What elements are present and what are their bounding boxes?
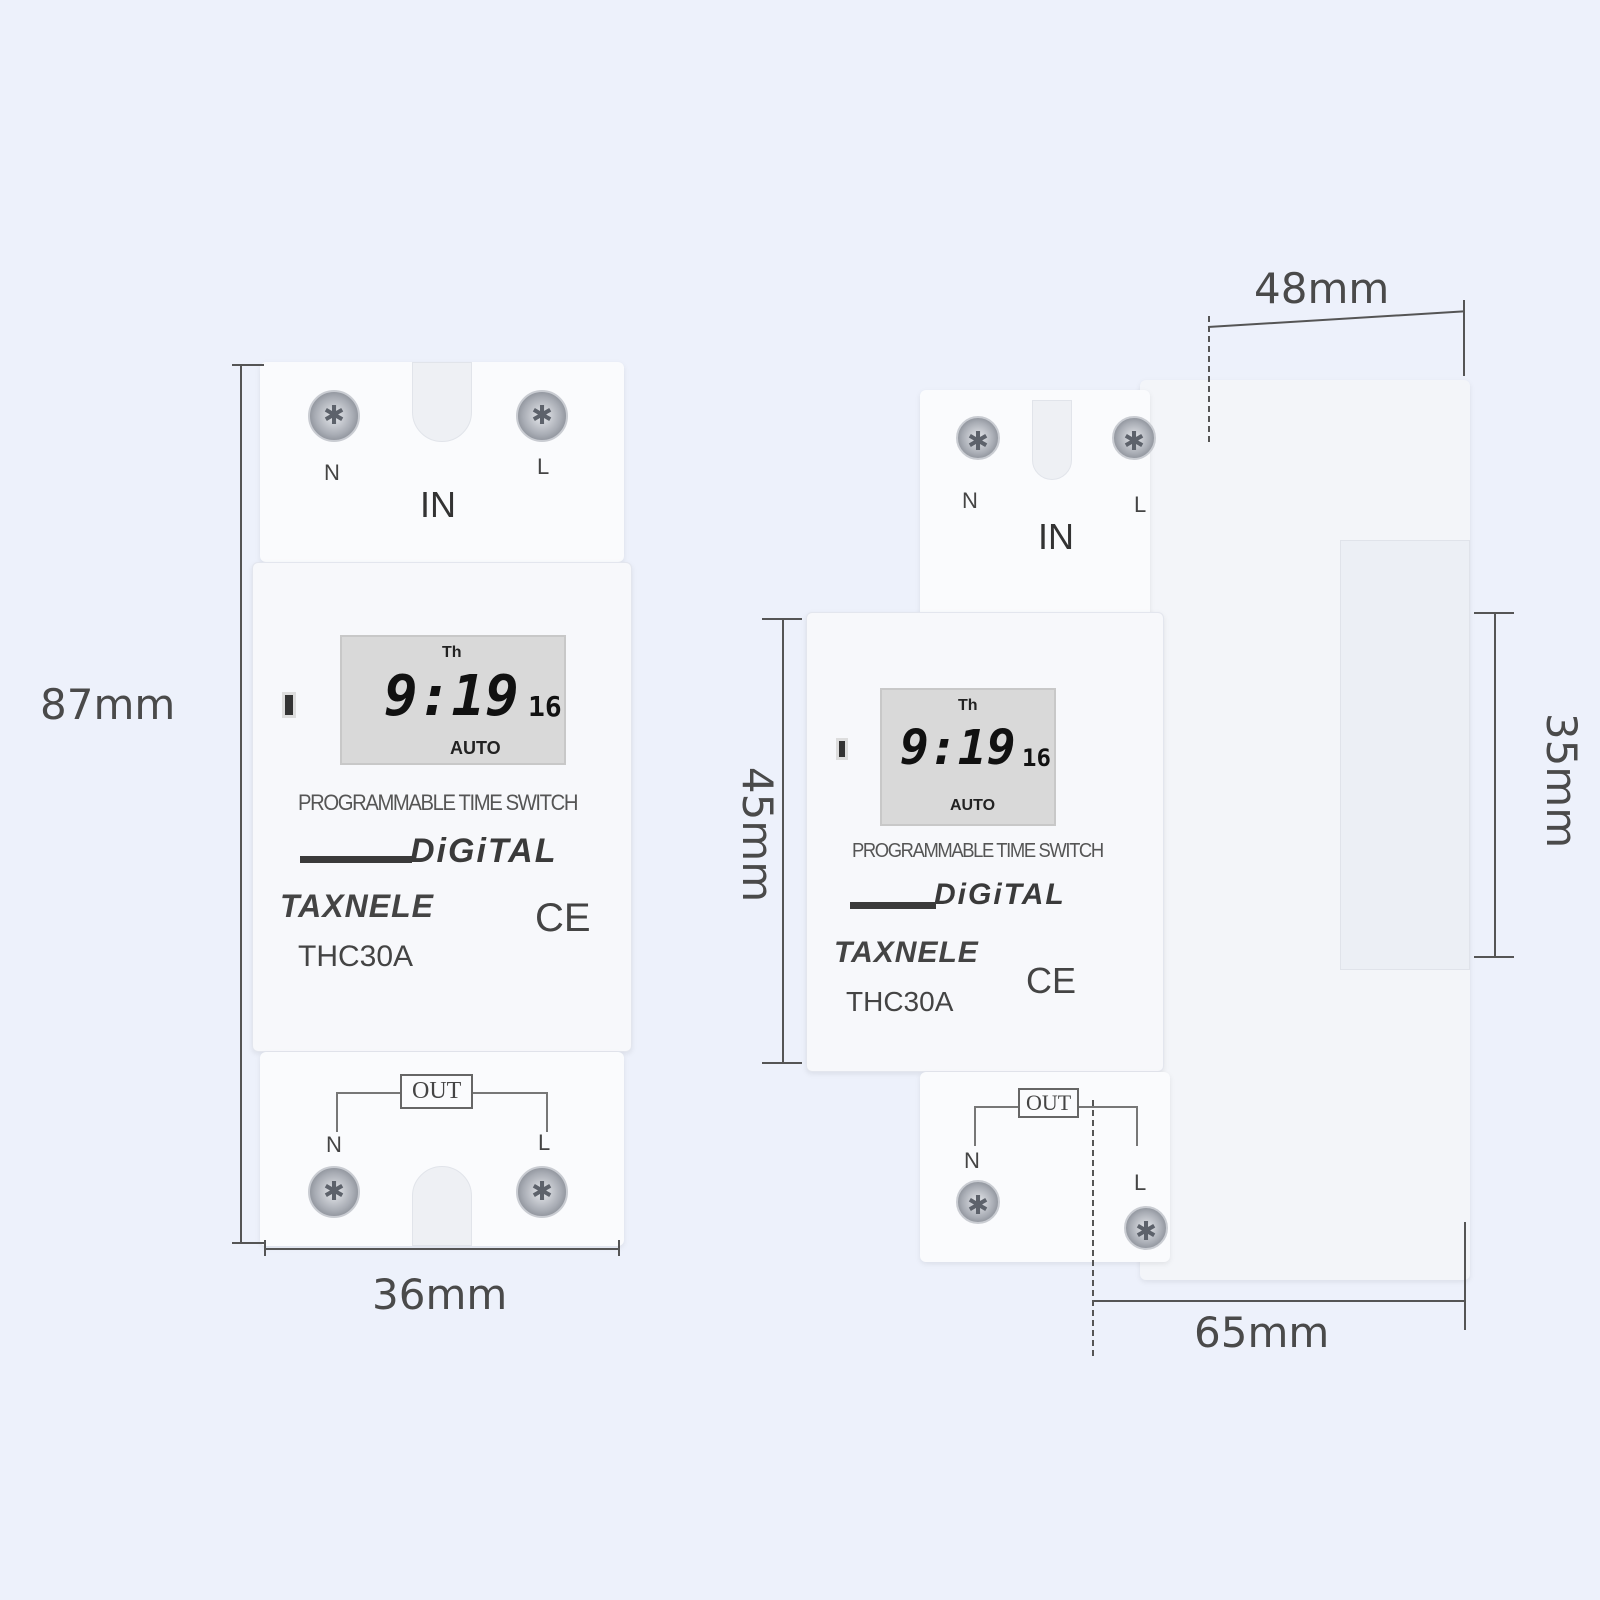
height-dimension-line <box>240 364 242 1244</box>
depth-dimension-line <box>1094 1300 1466 1302</box>
dimension-tick <box>1474 612 1514 614</box>
dimension-tick <box>762 1062 802 1064</box>
indicator-led <box>836 738 848 760</box>
lcd-seconds: 16 <box>528 690 562 723</box>
terminal-n-label: N <box>964 1148 980 1173</box>
lcd-display: Th 9:19 16 AUTO <box>340 635 566 765</box>
screw-icon <box>516 390 568 442</box>
output-label: OUT <box>1018 1088 1080 1118</box>
terminal-n-label: N <box>962 488 978 513</box>
rail-height-dimension-label: 35mm <box>1537 712 1587 849</box>
digital-label: DiGiTAL <box>934 878 1066 911</box>
dimension-tick <box>1464 1222 1466 1330</box>
brand-logo: TAXNELE <box>280 888 434 924</box>
height-dimension-label: 87mm <box>40 680 176 729</box>
screw-icon <box>1124 1206 1168 1250</box>
width-dimension-label: 36mm <box>372 1270 508 1319</box>
lcd-seconds: 16 <box>1022 744 1051 772</box>
perspective-view-device: N L IN Th 9:19 16 AUTO PROGRAMMABLE TIME… <box>800 360 1480 1290</box>
input-label: IN <box>1038 516 1074 557</box>
depth-dimension-label: 65mm <box>1194 1308 1330 1357</box>
model-label: THC30A <box>846 986 954 1017</box>
screw-icon <box>308 1166 360 1218</box>
front-height-dimension-line <box>782 618 784 1062</box>
rail-height-dimension-line <box>1494 612 1496 956</box>
screw-icon <box>516 1166 568 1218</box>
lcd-display: Th 9:19 16 AUTO <box>880 688 1056 826</box>
input-label: IN <box>420 484 456 525</box>
terminal-l-label: L <box>538 1130 551 1155</box>
screw-icon <box>956 416 1000 460</box>
lcd-mode: AUTO <box>950 797 996 814</box>
lcd-time: 9:19 <box>384 664 519 729</box>
digital-underline <box>850 902 936 909</box>
ce-mark: CE <box>535 896 591 940</box>
width-dimension-line <box>264 1248 620 1250</box>
terminal-slot <box>412 362 472 442</box>
terminal-slot <box>412 1166 472 1246</box>
lcd-day: Th <box>442 644 462 661</box>
model-label: THC30A <box>298 940 414 973</box>
dimension-tick <box>762 618 802 620</box>
dimension-tick <box>618 1240 620 1256</box>
brand-logo: TAXNELE <box>834 936 979 969</box>
screw-icon <box>308 390 360 442</box>
terminal-n-label: N <box>326 1132 342 1157</box>
screw-icon <box>1112 416 1156 460</box>
dimension-tick <box>264 1240 266 1256</box>
lcd-day: Th <box>958 697 978 714</box>
dimension-tick <box>1092 1100 1094 1356</box>
screw-icon <box>956 1180 1000 1224</box>
terminal-n-label: N <box>324 460 340 485</box>
ce-mark: CE <box>1026 960 1077 1001</box>
terminal-slot <box>1032 400 1072 480</box>
terminal-l-label: L <box>1134 492 1147 517</box>
dimension-tick <box>1474 956 1514 958</box>
dimension-tick <box>1463 300 1465 376</box>
lcd-time: 9:19 <box>900 720 1016 776</box>
output-label: OUT <box>400 1074 474 1109</box>
dimension-tick <box>232 364 264 366</box>
lcd-mode: AUTO <box>450 738 501 758</box>
din-rail-clip <box>1340 540 1470 970</box>
indicator-led <box>282 692 296 718</box>
terminal-l-label: L <box>1134 1170 1147 1195</box>
digital-label: DiGiTAL <box>410 832 558 870</box>
front-height-dimension-label: 45mm <box>733 766 783 903</box>
front-view-device: N L IN Th 9:19 16 AUTO PROGRAMMABLE TIME… <box>252 362 632 1246</box>
terminal-l-label: L <box>537 454 550 479</box>
dimension-tick <box>232 1242 264 1244</box>
top-depth-dimension-label: 48mm <box>1254 264 1390 313</box>
product-type-label: PROGRAMMABLE TIME SWITCH <box>298 790 579 815</box>
top-depth-dimension-line <box>1207 310 1464 328</box>
digital-underline <box>300 856 412 863</box>
dimension-tick <box>1208 316 1210 446</box>
product-type-label: PROGRAMMABLE TIME SWITCH <box>852 840 1104 862</box>
